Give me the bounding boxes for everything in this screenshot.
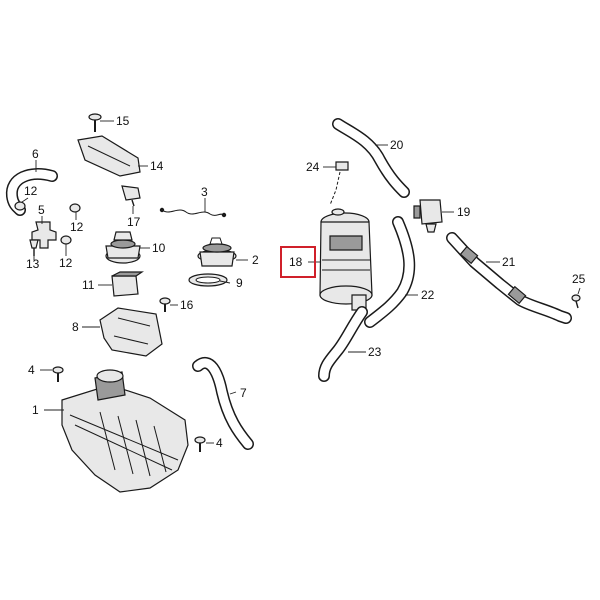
- part-14-cover-plate[interactable]: [77, 135, 141, 177]
- part-10-valve[interactable]: [105, 231, 141, 264]
- callout-12a: 12: [24, 184, 38, 198]
- part-21-fuel-line[interactable]: [446, 232, 572, 324]
- callout-6: 6: [32, 147, 39, 161]
- highlight-box-18: [280, 246, 316, 278]
- part-12-clip-a[interactable]: [14, 201, 26, 211]
- callout-12c: 12: [59, 256, 73, 270]
- callout-1: 1: [32, 403, 39, 417]
- part-4-bolt-a[interactable]: [52, 366, 64, 382]
- part-11-damper[interactable]: [111, 271, 144, 297]
- callout-8: 8: [72, 320, 79, 334]
- callout-25: 25: [572, 272, 586, 286]
- part-18-fuel-pump[interactable]: [319, 208, 373, 311]
- leader-lines: [21, 120, 581, 444]
- callout-12b: 12: [70, 220, 84, 234]
- part-1-fuel-tank[interactable]: [61, 369, 189, 493]
- part-2-pump-flange[interactable]: [197, 237, 237, 267]
- callout-16: 16: [180, 298, 194, 312]
- part-7-drain-hose[interactable]: [192, 357, 254, 450]
- part-15-screw[interactable]: [88, 113, 102, 132]
- callout-18: 18: [289, 255, 303, 269]
- callout-17: 17: [127, 215, 141, 229]
- callout-19: 19: [457, 205, 471, 219]
- callout-24: 24: [306, 160, 320, 174]
- callout-4b: 4: [216, 436, 223, 450]
- callout-labels: 1 2 3 4 4 5 6 7 8 9 10 11 12 12 12 13 14…: [24, 114, 586, 450]
- part-3-wire-harness[interactable]: [159, 207, 227, 218]
- part-16-bolt[interactable]: [159, 297, 171, 312]
- part-12-clip-b[interactable]: [69, 203, 81, 213]
- callout-2: 2: [252, 253, 259, 267]
- part-5-t-connector[interactable]: [31, 221, 57, 249]
- callout-7: 7: [240, 386, 247, 400]
- part-24-connector[interactable]: [329, 161, 349, 206]
- part-13-small-bolt[interactable]: [29, 239, 39, 256]
- part-4-bolt-b[interactable]: [194, 436, 206, 452]
- callout-13: 13: [26, 257, 40, 271]
- callout-21: 21: [502, 255, 516, 269]
- callout-20: 20: [390, 138, 404, 152]
- callout-9: 9: [236, 276, 243, 290]
- callout-3: 3: [201, 185, 208, 199]
- part-20-return-hose[interactable]: [332, 118, 410, 198]
- callout-11: 11: [82, 278, 95, 292]
- callout-14: 14: [150, 159, 164, 173]
- part-22-fuel-hose[interactable]: [364, 216, 416, 328]
- part-17-sensor[interactable]: [121, 185, 141, 207]
- callout-10: 10: [152, 241, 166, 255]
- part-8-bracket[interactable]: [99, 307, 163, 357]
- part-9-gasket[interactable]: [188, 273, 228, 287]
- callout-23: 23: [368, 345, 382, 359]
- callout-4a: 4: [28, 363, 35, 377]
- callout-22: 22: [421, 288, 435, 302]
- part-25-clip[interactable]: [571, 294, 581, 309]
- callout-15: 15: [116, 114, 130, 128]
- part-12-clip-c[interactable]: [60, 235, 72, 245]
- part-19-check-valve[interactable]: [413, 199, 443, 233]
- callout-5: 5: [38, 203, 45, 217]
- part-23-fuel-hose[interactable]: [318, 306, 368, 382]
